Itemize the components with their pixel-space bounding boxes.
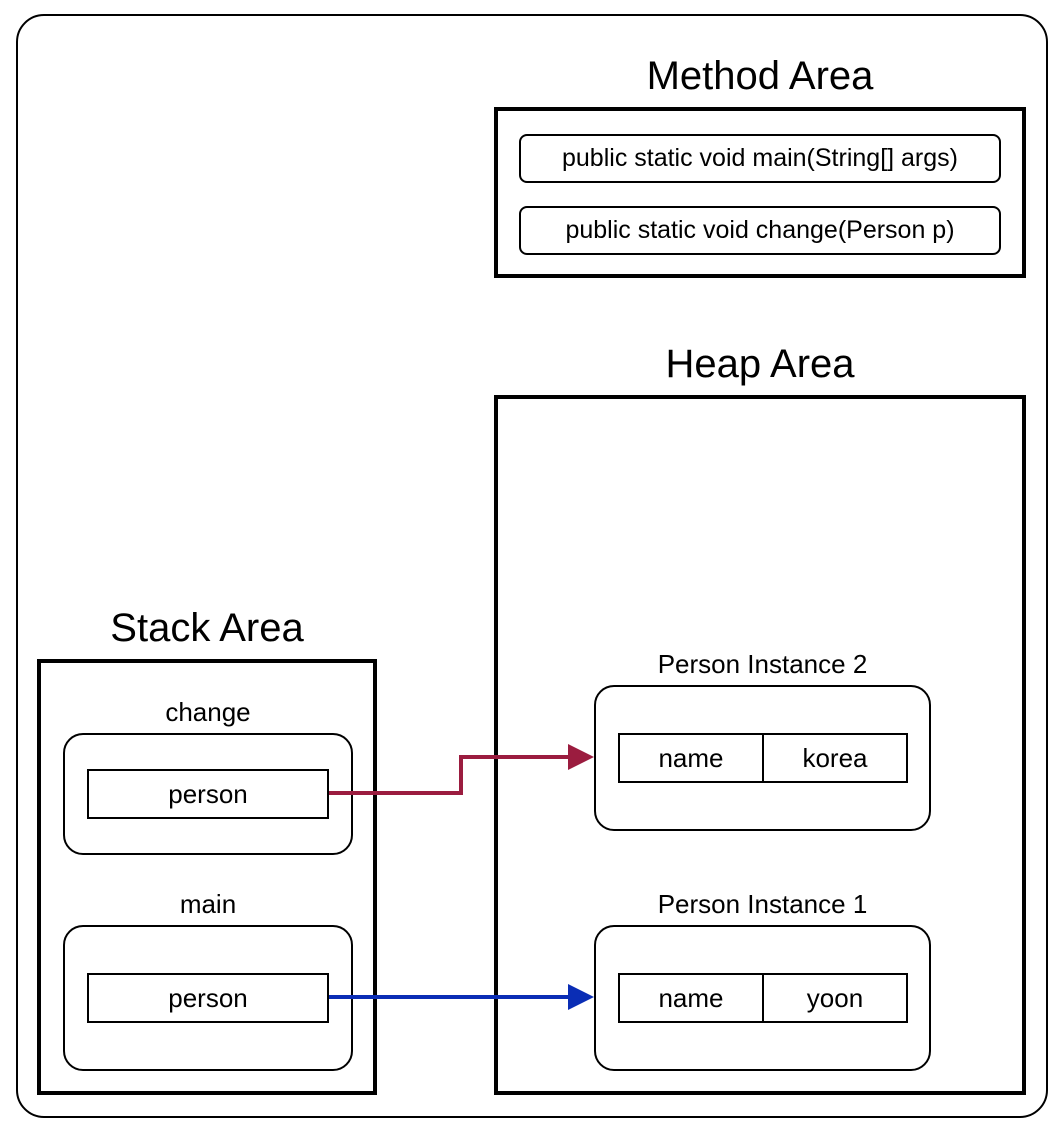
stack-frame-change-label: change [165,697,251,727]
heap-area-title: Heap Area [665,342,855,386]
instance-2-field-value: korea [762,733,908,783]
person-instance-2-label: Person Instance 2 [657,649,868,679]
arrowhead-instance-1 [568,984,594,1010]
method-item-change: public static void change(Person p) [519,206,1001,255]
arrowhead-instance-2 [568,744,594,770]
stack-area-title: Stack Area [110,606,304,650]
reference-arrow-change-to-instance-2 [329,755,568,795]
instance-2-field-name: name [618,733,764,783]
stack-frame-main-label: main [179,889,237,919]
main-person-variable: person [87,973,329,1023]
person-instance-1-label: Person Instance 1 [657,889,868,919]
change-person-variable: person [87,769,329,819]
method-area-title: Method Area [646,54,874,98]
method-item-main: public static void main(String[] args) [519,134,1001,183]
instance-1-field-value: yoon [762,973,908,1023]
instance-1-field-name: name [618,973,764,1023]
